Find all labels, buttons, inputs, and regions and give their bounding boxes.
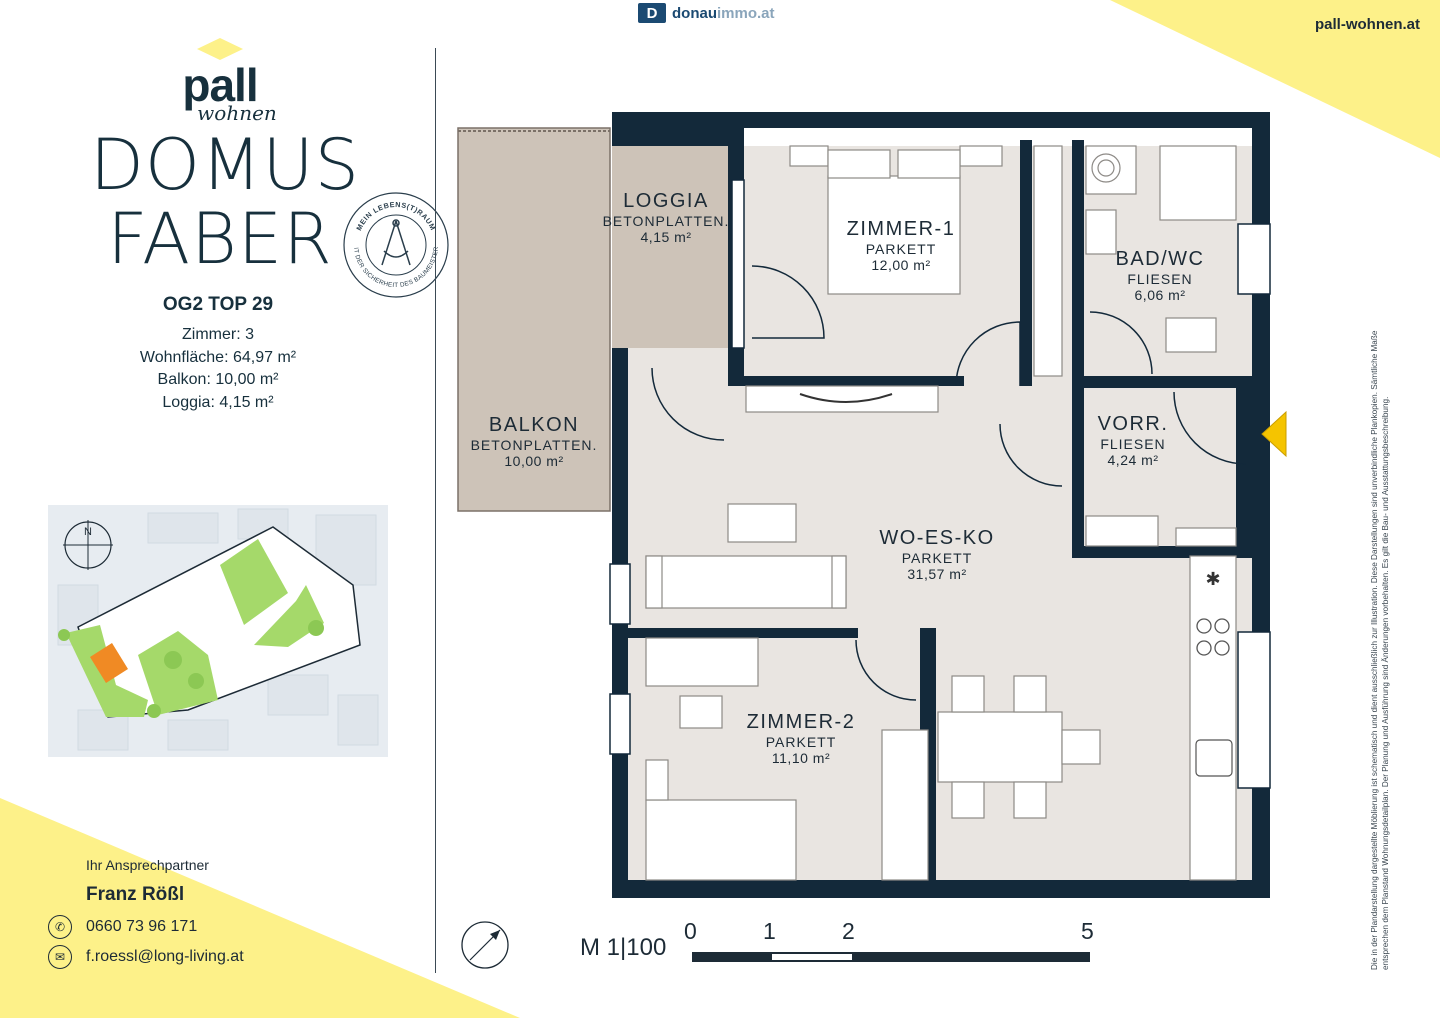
contact-phone-row[interactable]: ✆ 0660 73 96 171 [48, 915, 197, 939]
disclaimer-text: Die in der Plandarstellung dargestellte … [1370, 330, 1390, 970]
site-url-link[interactable]: pall-wohnen.at [1315, 16, 1420, 33]
brand-subtitle: wohnen [197, 101, 277, 125]
project-title-line1: DOMUS [90, 124, 361, 206]
portal-name-bold: donau [672, 4, 717, 22]
contact-email-row[interactable]: ✉ f.roessl@long-living.at [48, 945, 244, 969]
brand-logo: pall wohnen [150, 38, 290, 125]
north-arrow-icon [461, 921, 509, 969]
portal-name-light: immo.at [717, 4, 775, 22]
fact-living-area: Wohnfläche: 64,97 m² [139, 348, 297, 366]
brand-name: pall [182, 59, 258, 111]
north-label: N [84, 526, 92, 538]
entrance-marker-icon [1261, 410, 1287, 458]
project-title-line2: FABER [107, 198, 333, 280]
fact-rooms: Zimmer: 3 [182, 326, 254, 343]
portal-logo-icon: D [638, 3, 666, 23]
phone-icon: ✆ [48, 915, 72, 939]
fact-balcony: Balkon: 10,00 m² [157, 371, 279, 388]
project-title: DOMUS FABER [90, 124, 361, 280]
scale-label: M 1|100 [580, 934, 667, 961]
contact-name: Franz Rößl [86, 884, 185, 905]
fact-loggia: Loggia: 4,15 m² [162, 393, 274, 411]
svg-text:✱: ✱ [1205, 569, 1220, 590]
contact-heading: Ihr Ansprechpartner [86, 857, 209, 873]
unit-location-marker [90, 643, 128, 683]
email-icon: ✉ [48, 945, 72, 969]
unit-title: OG2 TOP 29 [162, 294, 274, 315]
contact-email[interactable]: f.roessl@long-living.at [86, 948, 244, 965]
site-plan-map: N [48, 505, 388, 757]
scale-bar [692, 952, 1090, 962]
vertical-divider [435, 48, 436, 973]
unit-facts: Zimmer: 3 Wohnfläche: 64,97 m² Balkon: 1… [90, 324, 346, 414]
contact-phone[interactable]: 0660 73 96 171 [86, 918, 198, 935]
scale-tick-5: 5 [1081, 918, 1094, 944]
site-plan: N [48, 505, 388, 757]
scale-tick-2: 2 [842, 918, 855, 944]
diamond-icon [197, 38, 243, 60]
quality-stamp: MEIN LEBENS(T)RAUM MIT DER SICHERHEIT DE… [342, 191, 449, 298]
scale-tick-0: 0 [684, 918, 697, 944]
scale-tick-1: 1 [763, 918, 776, 944]
floor-plan: ✱ [457, 112, 1287, 898]
balcony-area [457, 127, 611, 512]
portal-brand[interactable]: D donauimmo.at [638, 2, 775, 24]
